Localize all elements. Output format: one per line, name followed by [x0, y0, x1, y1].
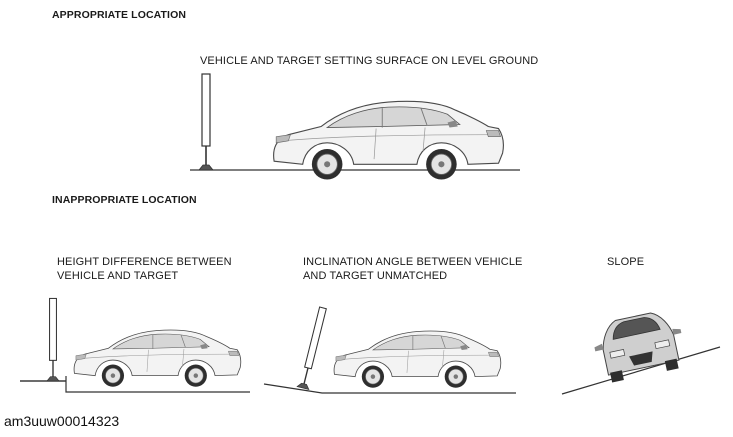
slope-scene	[561, 312, 721, 395]
appropriate-scene	[190, 73, 520, 181]
caption-height-difference-line2: VEHICLE AND TARGET	[57, 270, 179, 282]
vehicle-icon	[73, 329, 242, 388]
vehicle-icon	[273, 100, 504, 181]
ground-line-angled	[263, 383, 516, 394]
caption-inclination-line2: AND TARGET UNMATCHED	[303, 270, 448, 282]
figure-code: am3uuw00014323	[4, 413, 120, 429]
target-icon	[296, 305, 330, 391]
vehicle-front-icon	[594, 312, 682, 383]
heading-appropriate-location: APPROPRIATE LOCATION	[52, 9, 187, 21]
height-difference-scene	[20, 297, 250, 393]
ground-line-slope	[561, 346, 721, 395]
caption-height-difference-line1: HEIGHT DIFFERENCE BETWEEN	[57, 256, 232, 268]
heading-inappropriate-location: INAPPROPRIATE LOCATION	[52, 194, 197, 206]
caption-inclination-line1: INCLINATION ANGLE BETWEEN VEHICLE	[303, 256, 523, 268]
caption-slope: SLOPE	[607, 256, 645, 268]
inclination-scene	[263, 305, 516, 394]
target-icon	[46, 297, 60, 382]
target-icon	[198, 73, 214, 171]
caption-level-ground: VEHICLE AND TARGET SETTING SURFACE ON LE…	[200, 55, 539, 67]
vehicle-icon	[333, 330, 502, 389]
